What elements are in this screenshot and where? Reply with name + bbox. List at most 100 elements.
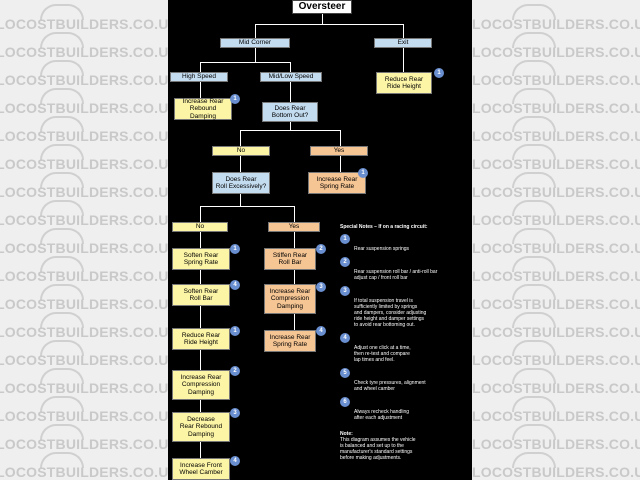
watermark-row: LOCOSTBUILDERS.CO.UK	[0, 256, 168, 284]
high-speed-node: High Speed	[170, 72, 228, 82]
reduce-rear-ride-height-node: Reduce Rear Ride Height	[172, 328, 230, 350]
watermark-text: LOCOSTBUILDERS.CO.UK	[472, 44, 640, 60]
connector	[240, 156, 241, 172]
note-item-3: 3 If total suspension travel is sufficie…	[340, 286, 470, 328]
watermark-row: LOCOSTBUILDERS.CO.UK	[0, 424, 168, 452]
yes-node-1: Yes	[310, 146, 368, 156]
badge-increase-rear-spring-rate-2: 4	[316, 326, 326, 336]
note-text: Check tyre pressures, alignment and whee…	[354, 380, 426, 392]
watermark-row: LOCOSTBUILDERS.CO.UK	[0, 312, 168, 340]
watermark-row: LOCOSTBUILDERS.CO.UK	[0, 144, 168, 172]
badge-soften-rear-roll-bar: 4	[230, 280, 240, 290]
watermark-row: LOCOSTBUILDERS.CO.UK	[0, 116, 168, 144]
connector	[294, 206, 295, 222]
watermark-row: LOCOSTBUILDERS.CO.UK	[0, 340, 168, 368]
watermark-text: LOCOSTBUILDERS.CO.UK	[0, 240, 168, 256]
badge-decrease-rear-rebound-damping: 3	[230, 408, 240, 418]
badge-increase-rear-compression-damping-yes: 3	[316, 282, 326, 292]
soften-rear-roll-bar-node: Soften Rear Roll Bar	[172, 284, 230, 306]
watermark-row: LOCOSTBUILDERS.CO.UK	[472, 116, 640, 144]
connector	[290, 62, 291, 72]
watermark-text: LOCOSTBUILDERS.CO.UK	[0, 72, 168, 88]
watermark-row: LOCOSTBUILDERS.CO.UK	[472, 340, 640, 368]
note-badge: 6	[340, 397, 350, 407]
note-item-6: 6 Always recheck handling after each adj…	[340, 397, 470, 421]
connector	[200, 62, 201, 72]
note-badge: 2	[340, 257, 350, 267]
mid-low-speed-node: Mid/Low Speed	[260, 72, 322, 82]
watermark-text: LOCOSTBUILDERS.CO.UK	[472, 464, 640, 480]
note-badge: 4	[340, 333, 350, 343]
watermark-text: LOCOSTBUILDERS.CO.UK	[472, 380, 640, 396]
watermark-text: LOCOSTBUILDERS.CO.UK	[0, 184, 168, 200]
watermark-text: LOCOSTBUILDERS.CO.UK	[472, 72, 640, 88]
connector	[255, 24, 256, 38]
note-text: Always recheck handling after each adjus…	[354, 409, 410, 421]
watermark-text: LOCOSTBUILDERS.CO.UK	[472, 240, 640, 256]
watermark-row: LOCOSTBUILDERS.CO.UK	[472, 368, 640, 396]
watermark-row: LOCOSTBUILDERS.CO.UK	[0, 396, 168, 424]
watermark-row: LOCOSTBUILDERS.CO.UK	[0, 60, 168, 88]
watermark-row: LOCOSTBUILDERS.CO.UK	[472, 200, 640, 228]
connector	[200, 206, 294, 207]
flowchart-panel: Oversteer Mid Corner Exit High Speed Mid…	[168, 0, 472, 480]
watermark-text: LOCOSTBUILDERS.CO.UK	[0, 268, 168, 284]
notes-heading: Special Notes – If on a racing circuit:	[340, 224, 428, 230]
watermark-text: LOCOSTBUILDERS.CO.UK	[0, 16, 168, 32]
connector	[403, 48, 404, 72]
watermark-row: LOCOSTBUILDERS.CO.UK	[472, 32, 640, 60]
does-rear-roll-excessively-node: Does Rear Roll Excessively?	[212, 172, 270, 194]
watermark-text: LOCOSTBUILDERS.CO.UK	[0, 44, 168, 60]
badge-reduce-rear-ride-height: 1	[230, 326, 240, 336]
watermark-text: LOCOSTBUILDERS.CO.UK	[472, 296, 640, 312]
watermark-row: LOCOSTBUILDERS.CO.UK	[472, 88, 640, 116]
watermark-row: LOCOSTBUILDERS.CO.UK	[472, 172, 640, 200]
mid-corner-node: Mid Corner	[220, 38, 290, 48]
watermark-row: LOCOSTBUILDERS.CO.UK	[472, 424, 640, 452]
watermark-row: LOCOSTBUILDERS.CO.UK	[0, 452, 168, 480]
connector	[240, 130, 241, 146]
note-badge: 5	[340, 368, 350, 378]
no-node-2: No	[172, 222, 228, 232]
badge-increase-rear-compression-damping-no: 2	[230, 366, 240, 376]
connector	[240, 130, 340, 131]
connector	[200, 232, 201, 476]
badge-stiffen-rear-roll-bar: 2	[316, 244, 326, 254]
yes-node-2: Yes	[268, 222, 320, 232]
watermark-text: LOCOSTBUILDERS.CO.UK	[0, 408, 168, 424]
badge-soften-rear-spring-rate: 1	[230, 244, 240, 254]
watermark-text: LOCOSTBUILDERS.CO.UK	[472, 352, 640, 368]
increase-rear-compression-damping-no-node: Increase Rear Compression Damping	[172, 370, 230, 400]
no-node-1: No	[212, 146, 270, 156]
note-text: If total suspension travel is sufficient…	[354, 298, 427, 328]
increase-rear-spring-rate-node-2: Increase Rear Spring Rate	[264, 330, 316, 352]
note-body: This diagram assumes the vehicle is bala…	[340, 437, 416, 461]
watermark-row: LOCOSTBUILDERS.CO.UK	[472, 144, 640, 172]
watermark-row: LOCOSTBUILDERS.CO.UK	[0, 200, 168, 228]
badge-increase-rear-spring-rate-1: 1	[358, 168, 368, 178]
increase-front-wheel-camber-node: Increase Front Wheel Camber	[172, 458, 230, 480]
watermark-row: LOCOSTBUILDERS.CO.UK	[472, 452, 640, 480]
decrease-rear-rebound-damping-node: Decrease Rear Rebound Damping	[172, 412, 230, 442]
watermark-row: LOCOSTBUILDERS.CO.UK	[472, 284, 640, 312]
watermark-text: LOCOSTBUILDERS.CO.UK	[0, 212, 168, 228]
note-text: Adjust one click at a time, then re-test…	[354, 345, 411, 363]
watermark-text: LOCOSTBUILDERS.CO.UK	[472, 408, 640, 424]
connector	[403, 24, 404, 38]
special-notes: Special Notes – If on a racing circuit: …	[340, 224, 470, 461]
watermark-text: LOCOSTBUILDERS.CO.UK	[472, 128, 640, 144]
watermark-text: LOCOSTBUILDERS.CO.UK	[472, 156, 640, 172]
connector	[340, 156, 341, 172]
increase-rear-rebound-damping-node: Increase Rear Rebound Damping	[174, 98, 232, 120]
watermark-text: LOCOSTBUILDERS.CO.UK	[0, 324, 168, 340]
watermark-text: LOCOSTBUILDERS.CO.UK	[0, 100, 168, 116]
watermark-text: LOCOSTBUILDERS.CO.UK	[472, 268, 640, 284]
watermark-row: LOCOSTBUILDERS.CO.UK	[0, 172, 168, 200]
watermark-text: LOCOSTBUILDERS.CO.UK	[0, 296, 168, 312]
note-heading: Note:	[340, 431, 353, 437]
note-item-1: 1 Rear suspension springs	[340, 234, 470, 252]
watermark-text: LOCOSTBUILDERS.CO.UK	[0, 352, 168, 368]
watermark-text: LOCOSTBUILDERS.CO.UK	[0, 436, 168, 452]
